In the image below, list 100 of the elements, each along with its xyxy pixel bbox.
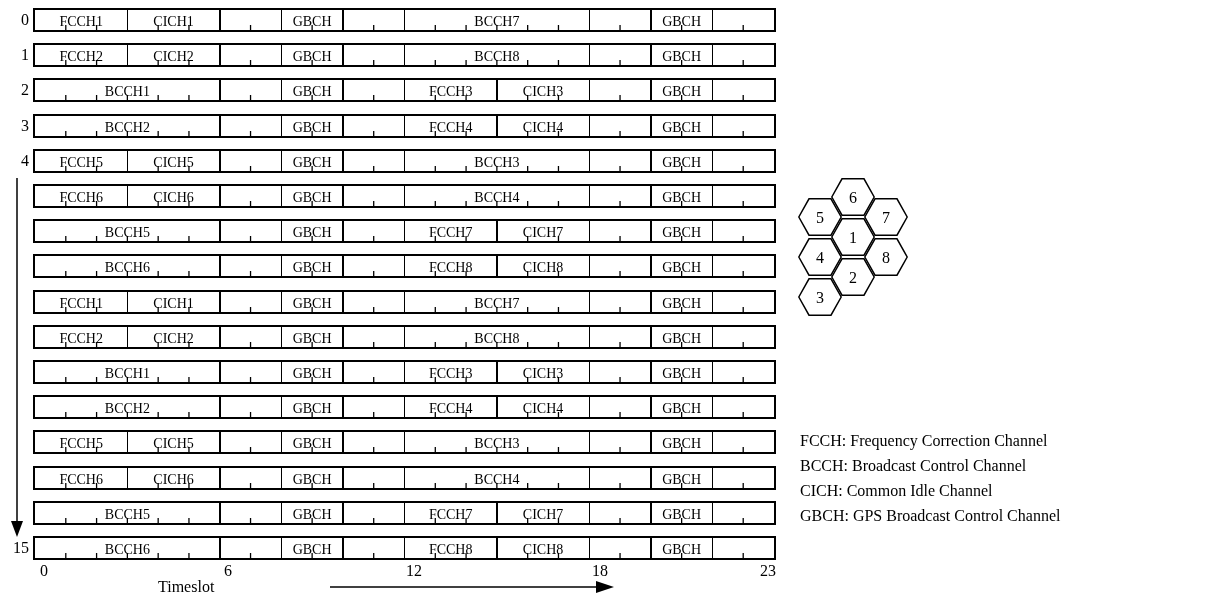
frame-bar [33, 289, 776, 314]
channel-slot: FCCH8 [404, 538, 497, 558]
channel-slot: FCCH7 [404, 502, 497, 523]
channel-slot: CICH6 [127, 186, 220, 206]
channel-slot: FCCH6 [35, 186, 128, 206]
abbreviation-note: FCCH: Frequency Correction Channel [800, 432, 1048, 450]
axis-tick-label: 6 [224, 562, 232, 580]
channel-slot: CICH7 [496, 221, 590, 242]
abbreviation-note: BCCH: Broadcast Control Channel [800, 457, 1027, 475]
frame-number: 2 [21, 80, 29, 101]
frame-bar [33, 500, 776, 525]
channel-slot: GBCH [281, 291, 343, 312]
channel-slot: GBCH [650, 538, 713, 558]
frame-bar [33, 430, 776, 455]
axis-tick-label: 0 [40, 562, 48, 580]
channel-slot: CICH8 [496, 256, 590, 277]
channel-slot: CICH4 [496, 397, 590, 418]
channel-slot: GBCH [281, 221, 343, 242]
channel-slot: CICH6 [127, 467, 220, 488]
channel-slot: GBCH [281, 186, 343, 206]
channel-slot: FCCH2 [35, 45, 128, 66]
channel-slot: CICH1 [127, 291, 220, 312]
channel-slot: GBCH [281, 326, 343, 347]
frame-number: 1 [21, 45, 29, 66]
frame-number: 4 [21, 150, 29, 171]
frame-bar [33, 395, 776, 420]
frame-bar [33, 465, 776, 490]
channel-slot: GBCH [650, 326, 713, 347]
channel-slot: GBCH [650, 502, 713, 523]
cell-number: 6 [849, 189, 857, 206]
channel-slot: BCCH6 [35, 256, 220, 277]
cell-number: 7 [882, 209, 890, 226]
channel-slot: BCCH6 [35, 538, 220, 558]
frame-bar [33, 219, 776, 244]
cell-number: 2 [849, 269, 857, 286]
channel-slot: FCCH3 [404, 80, 497, 101]
channel-slot: GBCH [281, 432, 343, 453]
channel-slot: FCCH7 [404, 221, 497, 242]
channel-slot: BCCH8 [404, 326, 590, 347]
channel-slot: BCCH5 [35, 502, 220, 523]
channel-slot: GBCH [650, 467, 713, 488]
channel-slot: FCCH8 [404, 256, 497, 277]
channel-slot: FCCH4 [404, 115, 497, 136]
channel-slot: BCCH1 [35, 362, 220, 382]
abbreviation-note: GBCH: GPS Broadcast Control Channel [800, 507, 1061, 525]
channel-slot: FCCH5 [35, 432, 128, 453]
axis-title: Timeslot [158, 578, 215, 596]
channel-slot: BCCH3 [404, 432, 590, 453]
channel-slot: GBCH [650, 291, 713, 312]
channel-slot: CICH2 [127, 326, 220, 347]
channel-slot: BCCH2 [35, 115, 220, 136]
frame-bar [33, 324, 776, 349]
channel-slot: GBCH [650, 397, 713, 418]
channel-slot: FCCH5 [35, 150, 128, 171]
channel-slot: BCCH5 [35, 221, 220, 242]
channel-slot: GBCH [650, 115, 713, 136]
channel-slot: BCCH4 [404, 467, 590, 488]
axis-tick-label: 23 [760, 562, 776, 580]
channel-slot: GBCH [281, 256, 343, 277]
channel-slot: GBCH [650, 150, 713, 171]
channel-slot: CICH3 [496, 80, 590, 101]
channel-slot: GBCH [650, 256, 713, 277]
channel-slot: CICH5 [127, 432, 220, 453]
channel-slot: CICH2 [127, 45, 220, 66]
channel-slot: GBCH [650, 362, 713, 382]
channel-slot: GBCH [281, 502, 343, 523]
channel-slot: GBCH [281, 150, 343, 171]
channel-slot: GBCH [281, 80, 343, 101]
channel-slot: GBCH [281, 45, 343, 66]
channel-slot: GBCH [281, 10, 343, 30]
channel-slot: BCCH2 [35, 397, 220, 418]
cell-number: 1 [849, 229, 857, 246]
channel-slot: GBCH [650, 432, 713, 453]
channel-slot: FCCH3 [404, 362, 497, 382]
frame-bar [33, 360, 776, 384]
channel-slot: GBCH [650, 80, 713, 101]
channel-slot: GBCH [281, 467, 343, 488]
frame-bar [33, 184, 776, 208]
channel-slot: FCCH1 [35, 291, 128, 312]
axis-tick-label: 12 [406, 562, 422, 580]
channel-slot: GBCH [281, 397, 343, 418]
channel-slot: GBCH [281, 362, 343, 382]
frame-number: 15 [13, 538, 29, 558]
channel-slot: BCCH7 [404, 10, 590, 30]
channel-slot: GBCH [650, 10, 713, 30]
channel-slot: FCCH1 [35, 10, 128, 30]
channel-slot: GBCH [650, 45, 713, 66]
channel-slot: BCCH4 [404, 186, 590, 206]
channel-slot: FCCH2 [35, 326, 128, 347]
channel-slot: CICH7 [496, 502, 590, 523]
cell-number: 3 [816, 289, 824, 306]
channel-slot: BCCH8 [404, 45, 590, 66]
cell-number: 8 [882, 249, 890, 266]
channel-slot: BCCH7 [404, 291, 590, 312]
channel-slot: CICH8 [496, 538, 590, 558]
channel-slot: FCCH4 [404, 397, 497, 418]
channel-slot: GBCH [281, 538, 343, 558]
axis-tick-label: 18 [592, 562, 608, 580]
channel-slot: CICH3 [496, 362, 590, 382]
channel-slot: GBCH [650, 221, 713, 242]
